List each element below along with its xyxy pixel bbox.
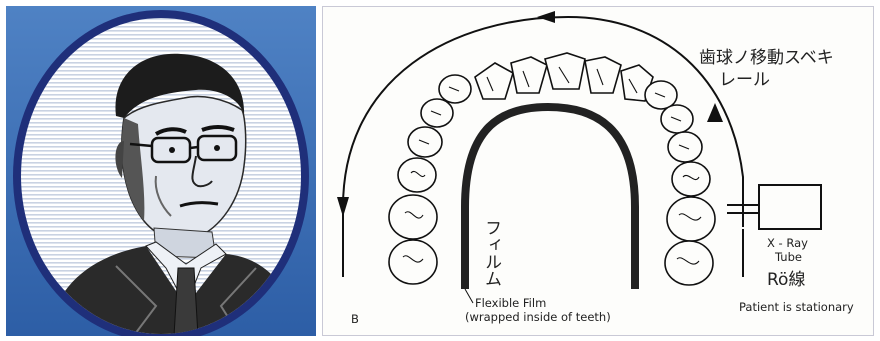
- tube-label-jp: Rö線: [767, 270, 805, 290]
- portrait-panel: [6, 6, 316, 336]
- tube-label-line1: X - Ray: [767, 236, 808, 250]
- film-label-line2: (wrapped inside of teeth): [465, 310, 611, 324]
- patient-label: Patient is stationary: [739, 300, 854, 314]
- film-label-line1: Flexible Film: [475, 296, 546, 310]
- tie: [174, 268, 198, 336]
- arrow-down-left: [337, 197, 349, 217]
- rail-title-line2: レール: [719, 70, 770, 90]
- film-leader: [465, 289, 473, 303]
- arrow-top-left: [537, 11, 555, 23]
- panel-letter: B: [351, 312, 359, 326]
- portrait-svg: [6, 6, 316, 336]
- tube-label-line2: Tube: [774, 250, 802, 264]
- rail-title-line1: 歯球ノ移動スベキ: [699, 48, 834, 68]
- film-jp-label: フィルム: [481, 219, 501, 287]
- diagram-panel: フィルム 歯球ノ移動スベキ レール X - Ray Tube Rö線 Patie…: [322, 6, 874, 336]
- xray-tube: [727, 185, 821, 229]
- dental-arch: [389, 53, 715, 285]
- arrow-up-right: [707, 103, 723, 122]
- diagram-svg: フィルム 歯球ノ移動スベキ レール X - Ray Tube Rö線 Patie…: [323, 7, 875, 337]
